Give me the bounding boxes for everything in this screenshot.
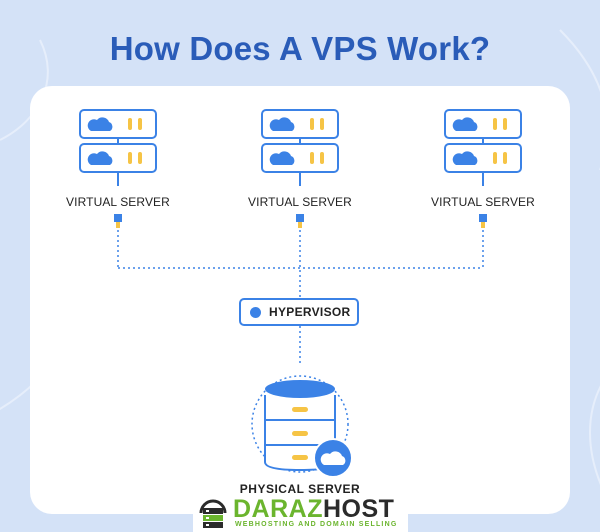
logo-daraz-text: DARAZ (233, 495, 323, 523)
server-unit-icon (445, 110, 521, 138)
connector-plugs (114, 214, 487, 228)
logo-server-icon (199, 499, 227, 528)
virtual-server-label: VIRTUAL SERVER (248, 195, 352, 209)
server-unit-icon (80, 144, 156, 172)
physical-server (251, 375, 353, 478)
cloud-badge-icon (313, 438, 353, 478)
virtual-server-label: VIRTUAL SERVER (66, 195, 170, 209)
virtual-server-label: VIRTUAL SERVER (431, 195, 535, 209)
page-title: How Does A VPS Work? (109, 30, 491, 67)
connection-lines (117, 230, 484, 366)
physical-server-label: PHYSICAL SERVER (239, 482, 361, 496)
server-unit-icon (80, 110, 156, 138)
virtual-server-2 (262, 110, 338, 186)
virtual-server-3 (445, 110, 521, 186)
physical-server-ring (251, 375, 349, 473)
hypervisor-label: HYPERVISOR (269, 305, 351, 319)
server-unit-icon (262, 110, 338, 138)
virtual-server-1 (80, 110, 156, 186)
logo-host-text: HOST (323, 495, 395, 523)
server-unit-icon (262, 144, 338, 172)
logo-tagline: WEBHOSTING AND DOMAIN SELLING (235, 521, 398, 528)
logo-wordmark: DARAZHOST (233, 495, 394, 524)
hypervisor-box: HYPERVISOR (239, 298, 359, 326)
brand-logo: DARAZHOST WEBHOSTING AND DOMAIN SELLING (193, 494, 408, 532)
hypervisor-dot-icon (250, 307, 261, 318)
server-unit-icon (445, 144, 521, 172)
